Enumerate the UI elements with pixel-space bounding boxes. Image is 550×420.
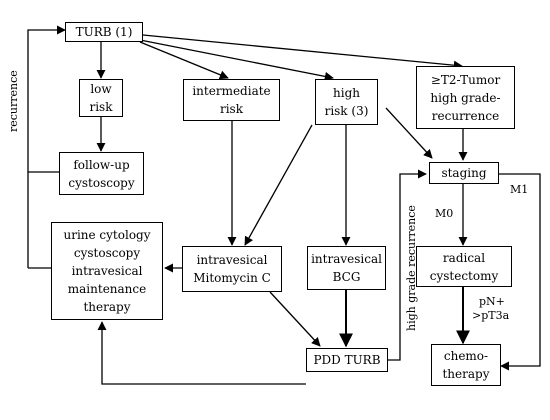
node-chemo: chemo- therapy (431, 344, 501, 386)
label-pn-plus: pN+ (479, 295, 505, 308)
edge-turb-intermediate-risk (139, 41, 229, 80)
node-staging: staging (429, 162, 499, 184)
edge-turb-t2-tumor (142, 34, 463, 70)
node-radical: radical cystectomy (416, 246, 512, 287)
node-bcg: intravesical BCG (307, 246, 386, 290)
edge-followup-recurrence (27, 25, 66, 173)
edge-pdd-staging (388, 169, 427, 361)
node-high-risk: high risk (3) (315, 79, 378, 125)
node-intermediate-risk: intermediate risk (183, 79, 280, 121)
node-low-risk: low risk (79, 79, 123, 117)
node-pdd-turb: PDD TURB (306, 348, 388, 372)
edge-turb-high-risk (139, 39, 334, 81)
edge-high-staging (385, 107, 433, 159)
edge-mitomycin-pdd (269, 291, 321, 347)
label-m1: M1 (510, 183, 529, 196)
node-urine-cytology: urine cytology cystoscopy intravesical m… (51, 222, 163, 320)
label-recurrence: recurrence (7, 70, 20, 132)
edge-pdd-urine (97, 321, 306, 385)
node-followup: follow-up cystoscopy (59, 152, 144, 195)
label-m0: M0 (435, 207, 454, 220)
label-high-grade-recurrence: high grade recurrence (405, 205, 418, 331)
label-pt3a: >pT3a (472, 309, 510, 322)
node-turb: TURB (1) (65, 22, 143, 42)
edge-staging-chemo (499, 173, 541, 371)
edge-high-mitomycin (244, 124, 313, 246)
node-mitomycin: intravesical Mitomycin C (182, 246, 282, 292)
node-t2-tumor: ≥T2-Tumor high grade- recurrence (416, 66, 515, 129)
